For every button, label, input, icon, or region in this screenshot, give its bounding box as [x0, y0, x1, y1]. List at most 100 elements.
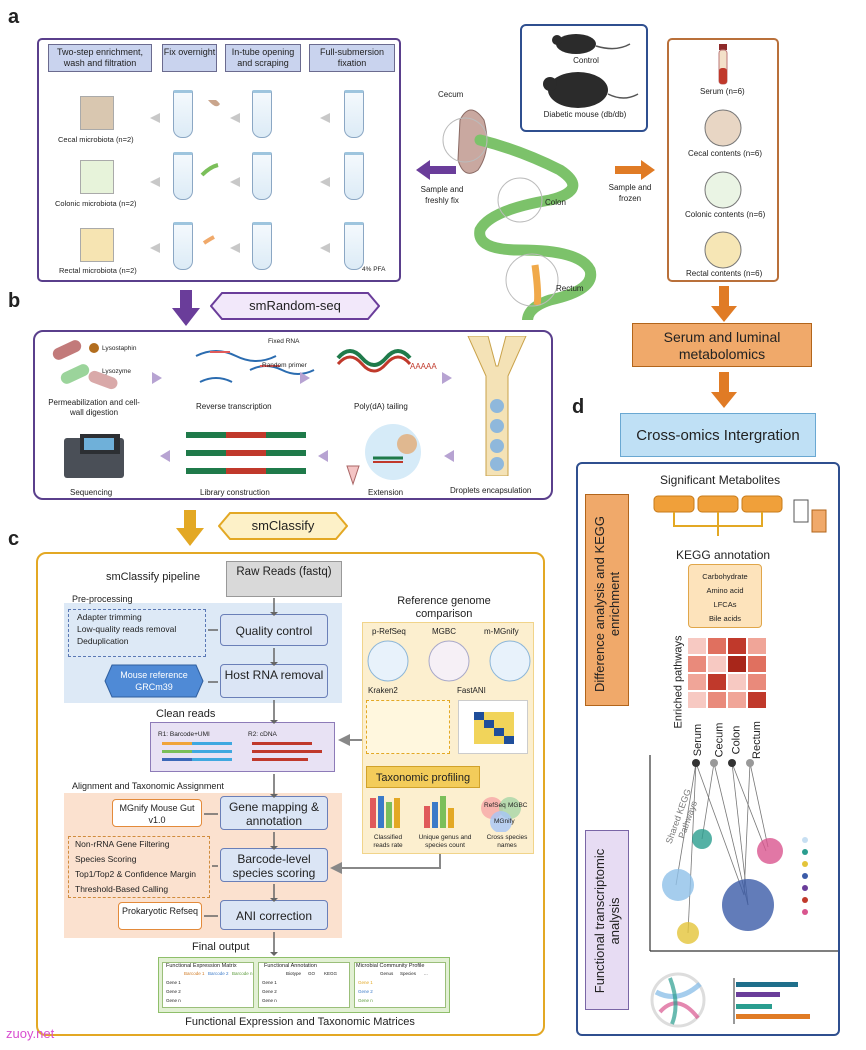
smrandom-banner	[210, 292, 380, 320]
rectum-label: Rectum	[556, 284, 584, 293]
side-label-bottom-text: Functional transcriptomic analysis	[592, 848, 622, 994]
tube-icon	[173, 90, 193, 138]
enriched-label: Enriched pathways	[672, 635, 685, 729]
random-primer-label: Random primer	[262, 362, 307, 369]
metabolomics-text: Serum and luminal metabolomics	[663, 329, 781, 362]
rectal-sample-label: Rectal microbiota (n=2)	[59, 266, 137, 275]
panel-d-letter: d	[572, 396, 585, 418]
kraken-tree-box	[366, 700, 450, 754]
tube-icon	[344, 90, 364, 138]
bar-label-classified: Classified reads rate	[373, 834, 403, 849]
host-removal-box: Host RNA removal	[220, 664, 328, 698]
ref-genome-icons	[367, 640, 531, 682]
network-plot	[649, 755, 838, 952]
mcp-row: Gene 2	[358, 989, 373, 994]
down-arrow-metabolomics	[711, 286, 737, 322]
panel-a-flow-arrows	[150, 100, 330, 253]
fa-row: Gene 1	[262, 980, 277, 985]
side-label-bottom	[585, 830, 629, 1010]
metabolomics-box: Serum and luminal metabolomics	[632, 323, 812, 367]
fa-col: GO	[308, 971, 316, 976]
fem-table	[162, 962, 254, 1008]
tube-icon	[173, 152, 193, 200]
fem-col: Barcode 2	[208, 971, 229, 976]
class-item: Bile acids	[708, 614, 742, 623]
barcode-scoring-text: Barcode-level species scoring	[232, 852, 316, 880]
library-icon	[186, 432, 306, 474]
colon-label: Colon	[545, 198, 566, 207]
mgnify-box: MGnify Mouse Gut v1.0	[112, 799, 202, 827]
class-item: LFCAs	[713, 600, 737, 609]
down-arrow-b	[172, 290, 200, 326]
ref-mgbc: MGBC	[432, 627, 456, 636]
panel-b-arrows	[152, 372, 454, 462]
summary-bars	[733, 978, 810, 1024]
cross-omics-text: Cross-omics Intergration	[636, 427, 800, 444]
bar-label-unique: Unique genus and species count	[418, 834, 472, 849]
diabetic-label: Diabetic mouse (db/db)	[543, 110, 627, 119]
scoring-item: Species Scoring	[75, 854, 137, 864]
header-fix-text: Fix overnight	[163, 47, 216, 57]
kegg-class-stack	[688, 564, 762, 628]
mouse-ref-text: Mouse reference GRCm39	[120, 670, 188, 692]
right-orange-arrow	[615, 160, 655, 180]
final-output-label: Final output	[192, 941, 250, 953]
scoring-item: Threshold-Based Calling	[75, 884, 169, 894]
serum-label: Serum (n=6)	[700, 87, 745, 96]
gene-mapping-text: Gene mapping & annotation	[228, 800, 320, 828]
mcp-title: Microbial Community Profile	[356, 963, 425, 969]
colonic-content-dish	[704, 171, 742, 209]
tube-icon	[344, 152, 364, 200]
cecal-content-dish	[704, 109, 742, 147]
kegg-label: KEGG annotation	[676, 548, 771, 562]
fastani-label: FastANI	[457, 686, 486, 695]
colonic-contents-label: Colonic contents (n=6)	[685, 210, 766, 219]
scoring-item: Top1/Top2 & Confidence Margin	[75, 869, 196, 879]
smrandom-banner-text: smRandom-seq	[249, 298, 341, 313]
profiling-bars	[370, 796, 521, 832]
fa-col: KEGG	[324, 971, 338, 976]
header-fix: Fix overnight	[162, 44, 217, 72]
tube-icon	[252, 90, 272, 138]
col-cecum: Cecum	[713, 722, 726, 758]
quality-control-text: Quality control	[235, 624, 313, 638]
gene-mapping-box: Gene mapping & annotation	[220, 796, 328, 830]
panel-b-letter: b	[8, 290, 21, 312]
mgnify-text: MGnify Mouse Gut v1.0	[119, 803, 195, 825]
sequencer-icon	[64, 434, 124, 478]
fa-row: Gene 2	[262, 989, 277, 994]
header-enrichment: Two-step enrichment, wash and filtration	[48, 44, 152, 72]
rectal-contents-label: Rectal contents (n=6)	[686, 269, 763, 278]
left-purple-arrow	[416, 160, 456, 180]
mcp-row: Gene 1	[358, 980, 373, 985]
legend-dots	[802, 837, 808, 915]
barcode-scoring-box: Barcode-level species scoring	[220, 848, 328, 882]
panel-c-box	[36, 552, 545, 1036]
step-permeabilization: Permeabilization and cell-wall digestion	[48, 398, 140, 417]
watermark: zuoy.net	[6, 1026, 55, 1041]
tube-icon	[344, 222, 364, 270]
feedback-arrow	[330, 854, 441, 874]
lysozyme-label: Lysozyme	[102, 368, 132, 375]
ani-text: ANI correction	[235, 909, 313, 923]
chord-diagram	[650, 972, 706, 1028]
sample-fix-label: Sample and freshly fix	[420, 185, 464, 205]
final-footer: Functional Expression and Taxonomic Matr…	[185, 1016, 415, 1028]
tube-icon	[252, 152, 272, 200]
polya-sequence: AAAAA	[410, 362, 437, 371]
mice-box	[520, 24, 648, 132]
kraken-label: Kraken2	[368, 686, 398, 695]
header-opening-text: In-tube opening and scraping	[231, 47, 295, 68]
bacteria-icons	[52, 340, 118, 390]
fixed-rna-label: Fixed RNA	[268, 338, 300, 345]
header-opening: In-tube opening and scraping	[225, 44, 301, 72]
class-item: Carbohydrate	[702, 572, 748, 581]
control-label: Control	[573, 56, 599, 65]
header-enrichment-text: Two-step enrichment, wash and filtration	[56, 47, 144, 68]
mcp-row: Gene n	[358, 998, 373, 1003]
mcp-col: Genus	[380, 971, 394, 976]
alignment-label: Alignment and Taxonomic Assignment	[72, 781, 224, 791]
reads-bars	[162, 742, 322, 761]
extension-icon	[346, 424, 421, 486]
clean-reads-box	[150, 722, 335, 772]
